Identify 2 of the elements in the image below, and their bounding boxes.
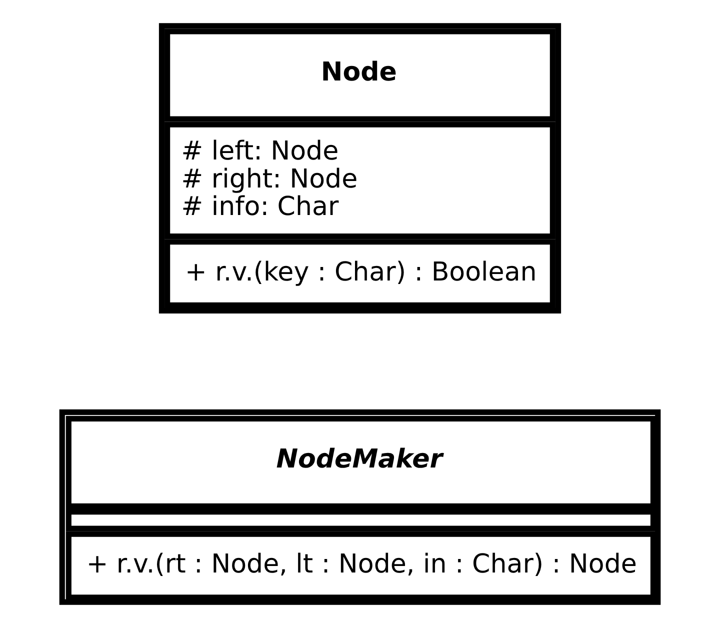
node-box: Node # left: Node # right: Node # info: Char + r.v.(key : Char) : Boolean xyxy=(158,23,561,314)
node-box: NodeMaker + r.v.(rt : Node, lt : Node, in : Char) : Node xyxy=(58,409,660,605)
